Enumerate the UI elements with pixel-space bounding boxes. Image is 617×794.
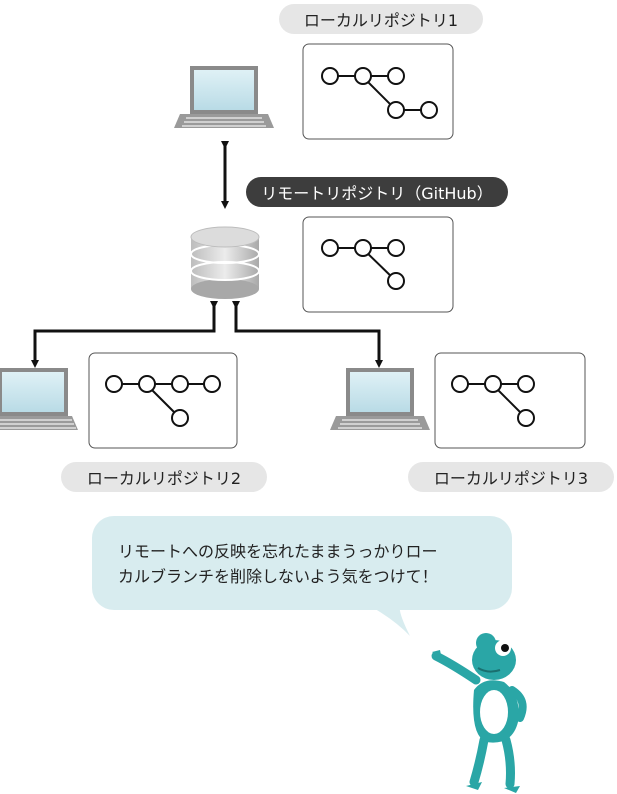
speech-text: リモートへの反映を忘れたままうっかりロー カルブランチを削除しないよう気をつけて… (118, 539, 498, 589)
speech-line-1: リモートへの反映を忘れたままうっかりロー (118, 542, 438, 561)
local-repo-3-label: ローカルリポジトリ3 (408, 462, 614, 492)
commit-graph-icon-local-3 (451, 375, 535, 427)
remote-repo-label: リモートリポジトリ（GitHub） (246, 177, 508, 207)
sync-arrow-left (31, 301, 218, 368)
laptop-icon-1 (174, 66, 274, 128)
laptop-icon-2 (0, 368, 78, 430)
speech-bubble (92, 516, 512, 610)
sync-arrow-right (232, 301, 383, 368)
frog-mascot (431, 633, 527, 793)
repo-box-local-3 (434, 352, 586, 449)
commit-graph-icon-local-2 (105, 375, 221, 427)
local-repo-2-label: ローカルリポジトリ2 (61, 462, 267, 492)
speech-bubble-tail (370, 606, 410, 636)
local-repo-1-label: ローカルリポジトリ1 (279, 4, 483, 34)
speech-line-2: カルブランチを削除しないよう気をつけて！ (118, 567, 438, 586)
laptop-icon-3 (330, 368, 430, 430)
database-icon (190, 226, 260, 299)
commit-graph-icon-local-1 (321, 67, 438, 119)
commit-graph-icon-remote (321, 239, 405, 290)
